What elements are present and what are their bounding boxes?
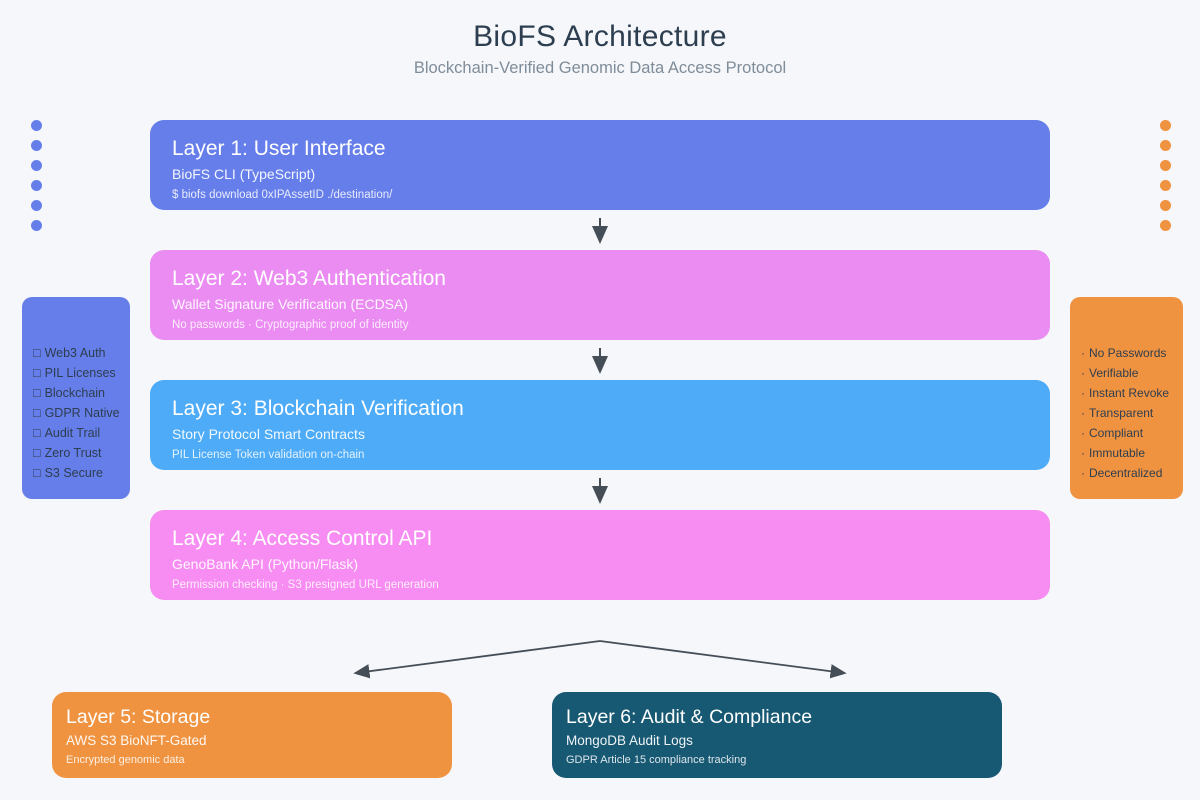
layer-5-storage-box: Layer 5: Storage AWS S3 BioNFT-Gated Enc… bbox=[52, 692, 452, 778]
layer-3-blockchain-verification-box: Layer 3: Blockchain Verification Story P… bbox=[150, 380, 1050, 470]
fork-arrow-right-icon bbox=[599, 640, 847, 679]
feature-label: GDPR Native bbox=[44, 406, 120, 420]
dot-icon bbox=[1160, 220, 1171, 231]
layer-detail: Encrypted genomic data bbox=[66, 754, 185, 766]
square-bullet-icon: □ bbox=[33, 406, 41, 420]
feature-label: PIL Licenses bbox=[44, 366, 116, 380]
fork-arrow-left-icon bbox=[353, 640, 601, 679]
layer-subtitle: Story Protocol Smart Contracts bbox=[172, 426, 365, 442]
layer-detail: GDPR Article 15 compliance tracking bbox=[566, 754, 747, 766]
page-subtitle: Blockchain-Verified Genomic Data Access … bbox=[413, 59, 787, 77]
feature-item: □S3 Secure bbox=[33, 463, 130, 483]
benefit-item: · Instant Revoke bbox=[1081, 383, 1183, 403]
benefit-label: Immutable bbox=[1089, 446, 1146, 460]
feature-label: Blockchain bbox=[44, 386, 106, 400]
benefit-label: Verifiable bbox=[1089, 366, 1139, 380]
layer-title: Layer 3: Blockchain Verification bbox=[172, 397, 464, 420]
feature-label: Web3 Auth bbox=[44, 346, 106, 360]
layer-subtitle: MongoDB Audit Logs bbox=[566, 733, 693, 748]
benefits-panel: · No Passwords · Verifiable · Instant Revok… bbox=[1070, 297, 1183, 499]
feature-label: S3 Secure bbox=[44, 466, 103, 480]
layer-title: Layer 5: Storage bbox=[66, 706, 211, 728]
benefit-label: Transparent bbox=[1089, 406, 1154, 420]
square-bullet-icon: □ bbox=[33, 346, 41, 360]
layer-4-access-control-api-box: Layer 4: Access Control API GenoBank API… bbox=[150, 510, 1050, 600]
dot-bullet-icon: · bbox=[1081, 346, 1085, 360]
dot-icon bbox=[31, 140, 42, 151]
layer-detail: PIL License Token validation on-chain bbox=[172, 449, 365, 461]
feature-item: □Audit Trail bbox=[33, 423, 130, 443]
feature-label: Zero Trust bbox=[44, 446, 102, 460]
dot-icon bbox=[31, 220, 42, 231]
benefit-label: No Passwords bbox=[1089, 346, 1167, 360]
square-bullet-icon: □ bbox=[33, 386, 41, 400]
layer-detail: Permission checking · S3 presigned URL g… bbox=[172, 579, 439, 591]
feature-item: □Web3 Auth bbox=[33, 343, 130, 363]
feature-label: Audit Trail bbox=[44, 426, 101, 440]
right-dot-column bbox=[1160, 120, 1171, 231]
features-panel: □Web3 Auth □PIL Licenses □Blockchain □GD… bbox=[22, 297, 130, 499]
benefit-item: · Transparent bbox=[1081, 403, 1183, 423]
layer-2-web3-authentication-box: Layer 2: Web3 Authentication Wallet Sign… bbox=[150, 250, 1050, 340]
square-bullet-icon: □ bbox=[33, 366, 41, 380]
benefit-label: Decentralized bbox=[1089, 466, 1163, 480]
benefit-item: · Compliant bbox=[1081, 423, 1183, 443]
feature-item: □Blockchain bbox=[33, 383, 130, 403]
layer-detail: No passwords · Cryptographic proof of id… bbox=[172, 319, 409, 331]
dot-icon bbox=[1160, 180, 1171, 191]
page-title: BioFS Architecture bbox=[473, 20, 727, 53]
dot-bullet-icon: · bbox=[1081, 406, 1085, 420]
benefit-item: · No Passwords bbox=[1081, 343, 1183, 363]
dot-bullet-icon: · bbox=[1081, 466, 1085, 480]
layer-subtitle: AWS S3 BioNFT-Gated bbox=[66, 733, 207, 748]
dot-bullet-icon: · bbox=[1081, 426, 1085, 440]
benefit-label: Compliant bbox=[1089, 426, 1144, 440]
layer-subtitle: GenoBank API (Python/Flask) bbox=[172, 556, 358, 572]
feature-item: □Zero Trust bbox=[33, 443, 130, 463]
dot-icon bbox=[31, 120, 42, 131]
dot-icon bbox=[31, 160, 42, 171]
dot-icon bbox=[1160, 120, 1171, 131]
dot-icon bbox=[1160, 200, 1171, 211]
square-bullet-icon: □ bbox=[33, 426, 41, 440]
layer-detail: $ biofs download 0xIPAssetID ./destinati… bbox=[172, 189, 393, 201]
layer-subtitle: Wallet Signature Verification (ECDSA) bbox=[172, 296, 409, 312]
benefit-item: · Verifiable bbox=[1081, 363, 1183, 383]
dot-icon bbox=[31, 200, 42, 211]
layer-subtitle: BioFS CLI (TypeScript) bbox=[172, 166, 316, 182]
features-list: □Web3 Auth □PIL Licenses □Blockchain □GD… bbox=[33, 343, 130, 483]
dot-bullet-icon: · bbox=[1081, 366, 1085, 380]
benefits-list: · No Passwords · Verifiable · Instant Revok… bbox=[1081, 343, 1183, 483]
dot-bullet-icon: · bbox=[1081, 446, 1085, 460]
layer-6-audit-compliance-box: Layer 6: Audit & Compliance MongoDB Audi… bbox=[552, 692, 1002, 778]
square-bullet-icon: □ bbox=[33, 446, 41, 460]
square-bullet-icon: □ bbox=[33, 466, 41, 480]
benefit-item: · Decentralized bbox=[1081, 463, 1183, 483]
layer-title: Layer 4: Access Control API bbox=[172, 527, 433, 550]
feature-item: □GDPR Native bbox=[33, 403, 130, 423]
dot-icon bbox=[31, 180, 42, 191]
layer-title: Layer 6: Audit & Compliance bbox=[566, 706, 813, 728]
left-dot-column bbox=[31, 120, 42, 231]
benefit-item: · Immutable bbox=[1081, 443, 1183, 463]
benefit-label: Instant Revoke bbox=[1089, 386, 1170, 400]
layer-title: Layer 2: Web3 Authentication bbox=[172, 267, 446, 290]
dot-bullet-icon: · bbox=[1081, 386, 1085, 400]
layer-title: Layer 1: User Interface bbox=[172, 137, 386, 160]
dot-icon bbox=[1160, 160, 1171, 171]
dot-icon bbox=[1160, 140, 1171, 151]
layer-1-user-interface-box: Layer 1: User Interface BioFS CLI (TypeS… bbox=[150, 120, 1050, 210]
feature-item: □PIL Licenses bbox=[33, 363, 130, 383]
